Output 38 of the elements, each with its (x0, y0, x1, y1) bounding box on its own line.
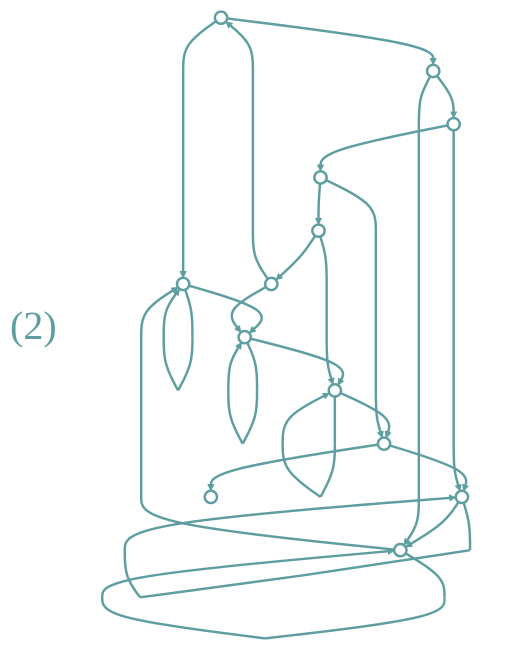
node-circle (392, 542, 408, 558)
arrow (389, 444, 469, 492)
arrow (325, 179, 384, 438)
node-circle (376, 436, 392, 452)
arrow (281, 392, 336, 498)
arrow (100, 548, 446, 640)
node-circle (213, 10, 228, 26)
arrow (340, 392, 392, 438)
arrow (188, 284, 263, 334)
arrow (206, 443, 378, 492)
arrow (225, 21, 268, 280)
figure-label: (2) (10, 302, 57, 348)
arrow (226, 342, 258, 444)
arrow (318, 236, 334, 385)
arrow (316, 124, 448, 172)
node-circle (310, 223, 326, 238)
arrow (452, 130, 462, 492)
node-circle (264, 276, 278, 292)
node-circle (425, 64, 440, 78)
node-circle (203, 490, 218, 504)
node-circle (236, 330, 252, 345)
arrow (179, 20, 216, 278)
arrow (226, 17, 436, 66)
arrow (230, 286, 266, 333)
arrow (314, 183, 322, 225)
arrow (250, 338, 344, 386)
node-circle (446, 116, 461, 132)
arrow (404, 501, 460, 548)
node-circle (327, 383, 342, 398)
arrow (403, 76, 432, 546)
arrow (436, 75, 457, 118)
arrow (162, 288, 194, 391)
arrow (123, 494, 471, 599)
arrow (275, 235, 316, 280)
node-circle (454, 490, 469, 504)
node-circle (312, 170, 328, 185)
node-circle (175, 276, 190, 292)
arrow (140, 286, 394, 551)
